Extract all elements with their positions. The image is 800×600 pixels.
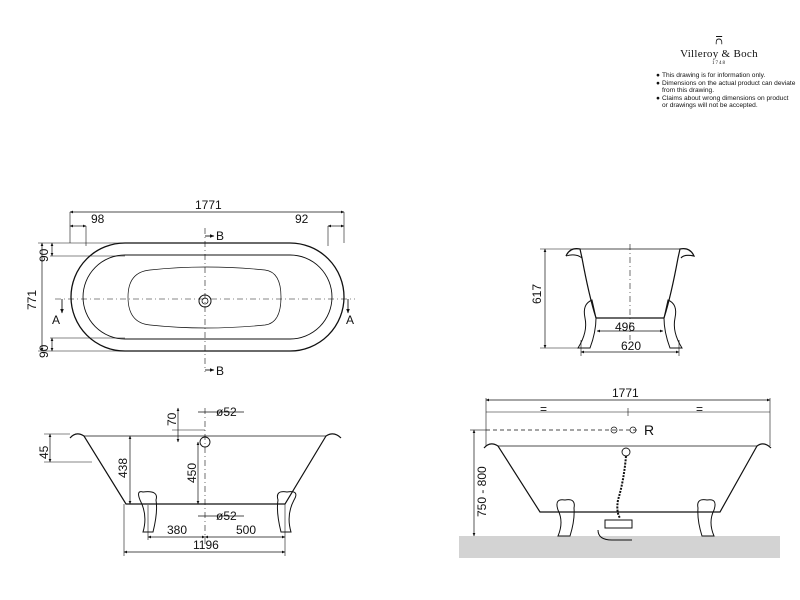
end-leg-right (663, 299, 683, 349)
side-outlet-to-leg: 500 (236, 523, 256, 537)
bullet-icon: ● (656, 72, 660, 79)
plan-view-labels: 1771 98 92 771 90 90 A A B B (25, 198, 354, 378)
plan-rim-right: 92 (295, 212, 309, 226)
plan-section-a-right: A (346, 313, 354, 327)
side-overflow-offset: 70 (165, 412, 179, 426)
side-leg-to-outlet: 380 (167, 523, 187, 537)
install-height-range: 750 - 800 (475, 466, 489, 517)
bathtub-outer-outline (70, 242, 345, 352)
install-overall-length: 1771 (612, 386, 639, 400)
brand-name: Villeroy & Boch (680, 48, 758, 60)
side-leg-span: 1196 (193, 538, 219, 552)
floor (459, 536, 780, 558)
tub-side-outline (69, 433, 342, 505)
side-overflow-dia: ø52 (216, 405, 237, 419)
install-r-label: R (644, 422, 654, 438)
plan-rim-top: 90 (37, 248, 51, 262)
end-outer-leg-span: 620 (621, 339, 641, 353)
disclaimer-item: ●Dimensions on the actual product can de… (656, 79, 796, 95)
plan-rim-bottom: 90 (37, 344, 51, 358)
install-overflow (621, 447, 631, 457)
install-view (459, 398, 780, 558)
plan-rim-left: 98 (91, 212, 105, 226)
install-leg-left (556, 499, 575, 537)
plan-view (38, 210, 355, 372)
bathtub-basin-outline (127, 266, 282, 329)
disclaimer-item: ●This drawing is for information only. (656, 72, 766, 79)
install-equal-right: = (696, 402, 703, 416)
side-view-labels: 45 438 70 450 ø52 ø52 380 500 1196 (37, 405, 256, 552)
install-view-labels: 1771 = = 750 - 800 R (475, 386, 703, 517)
plan-section-b-top: B (216, 229, 224, 243)
waste-hose (616, 455, 627, 519)
plan-overall-width: 771 (25, 290, 39, 310)
install-equal-left: = (540, 402, 547, 416)
tub-install-outline (483, 443, 772, 513)
disclaimer-list: ●This drawing is for information only. ●… (656, 72, 796, 110)
leg-right (276, 491, 297, 533)
brand-panel: ⩃ Villeroy & Boch 1748 ●This drawing is … (656, 36, 796, 110)
end-inner-leg-span: 496 (615, 320, 635, 334)
install-leg-right (697, 499, 716, 537)
brand-logo: ⩃ Villeroy & Boch 1748 (656, 35, 782, 67)
plan-overall-length: 1771 (195, 198, 222, 212)
plan-section-b-bottom: B (216, 364, 224, 378)
trap (597, 519, 633, 541)
crest-icon: ⩃ (715, 35, 723, 47)
bullet-icon: ● (656, 79, 660, 87)
end-height: 617 (530, 284, 544, 304)
leg-left (138, 491, 158, 533)
side-view (44, 407, 342, 556)
side-inner-depth: 438 (116, 458, 130, 478)
bullet-icon: ● (656, 94, 660, 102)
end-view-labels: 617 496 620 (530, 284, 641, 353)
plan-section-a-left: A (52, 313, 60, 327)
side-rim-height: 45 (37, 445, 51, 459)
side-outlet-height: 450 (185, 463, 199, 483)
end-leg-left (577, 299, 597, 349)
end-view (540, 244, 696, 356)
brand-year: 1748 (712, 61, 726, 66)
bathtub-inner-outline (82, 254, 333, 340)
disclaimer-item: ●Claims about wrong dimensions on produc… (656, 94, 789, 110)
side-outlet-dia: ø52 (216, 509, 237, 523)
